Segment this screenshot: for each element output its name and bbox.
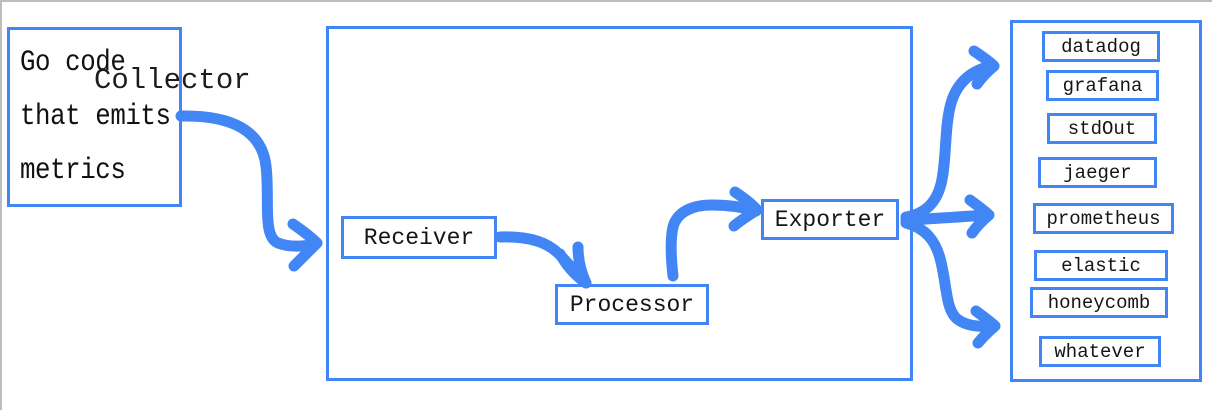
arrow-exporter-fan-mid bbox=[900, 194, 995, 239]
slide-top-edge bbox=[0, 0, 1212, 2]
backend-item-stdout: stdOut bbox=[1047, 113, 1157, 144]
arrow-exporter-fan-up bbox=[900, 45, 1000, 223]
arrow-exporter-fan-down bbox=[900, 217, 1001, 349]
backend-item-datadog: datadog bbox=[1042, 31, 1160, 62]
collector-title: Collector bbox=[94, 64, 251, 97]
backend-item-whatever: whatever bbox=[1039, 336, 1161, 367]
backend-item-prometheus: prometheus bbox=[1033, 203, 1174, 234]
backend-item-honeycomb: honeycomb bbox=[1030, 287, 1168, 318]
backend-item-jaeger: jaeger bbox=[1038, 157, 1157, 188]
slide-left-edge bbox=[0, 0, 2, 410]
exporter-box: Exporter bbox=[761, 199, 899, 240]
backend-item-grafana: grafana bbox=[1046, 70, 1159, 101]
go-code-source-box: Go code that emits metrics bbox=[7, 27, 182, 207]
source-line-2: that emits bbox=[20, 100, 171, 134]
receiver-box: Receiver bbox=[341, 216, 497, 259]
arrow-source-to-receiver bbox=[175, 110, 323, 272]
source-line-1: Go code bbox=[20, 46, 126, 80]
backend-item-elastic: elastic bbox=[1034, 250, 1168, 281]
processor-box: Processor bbox=[555, 284, 709, 325]
source-line-3: metrics bbox=[20, 154, 126, 188]
